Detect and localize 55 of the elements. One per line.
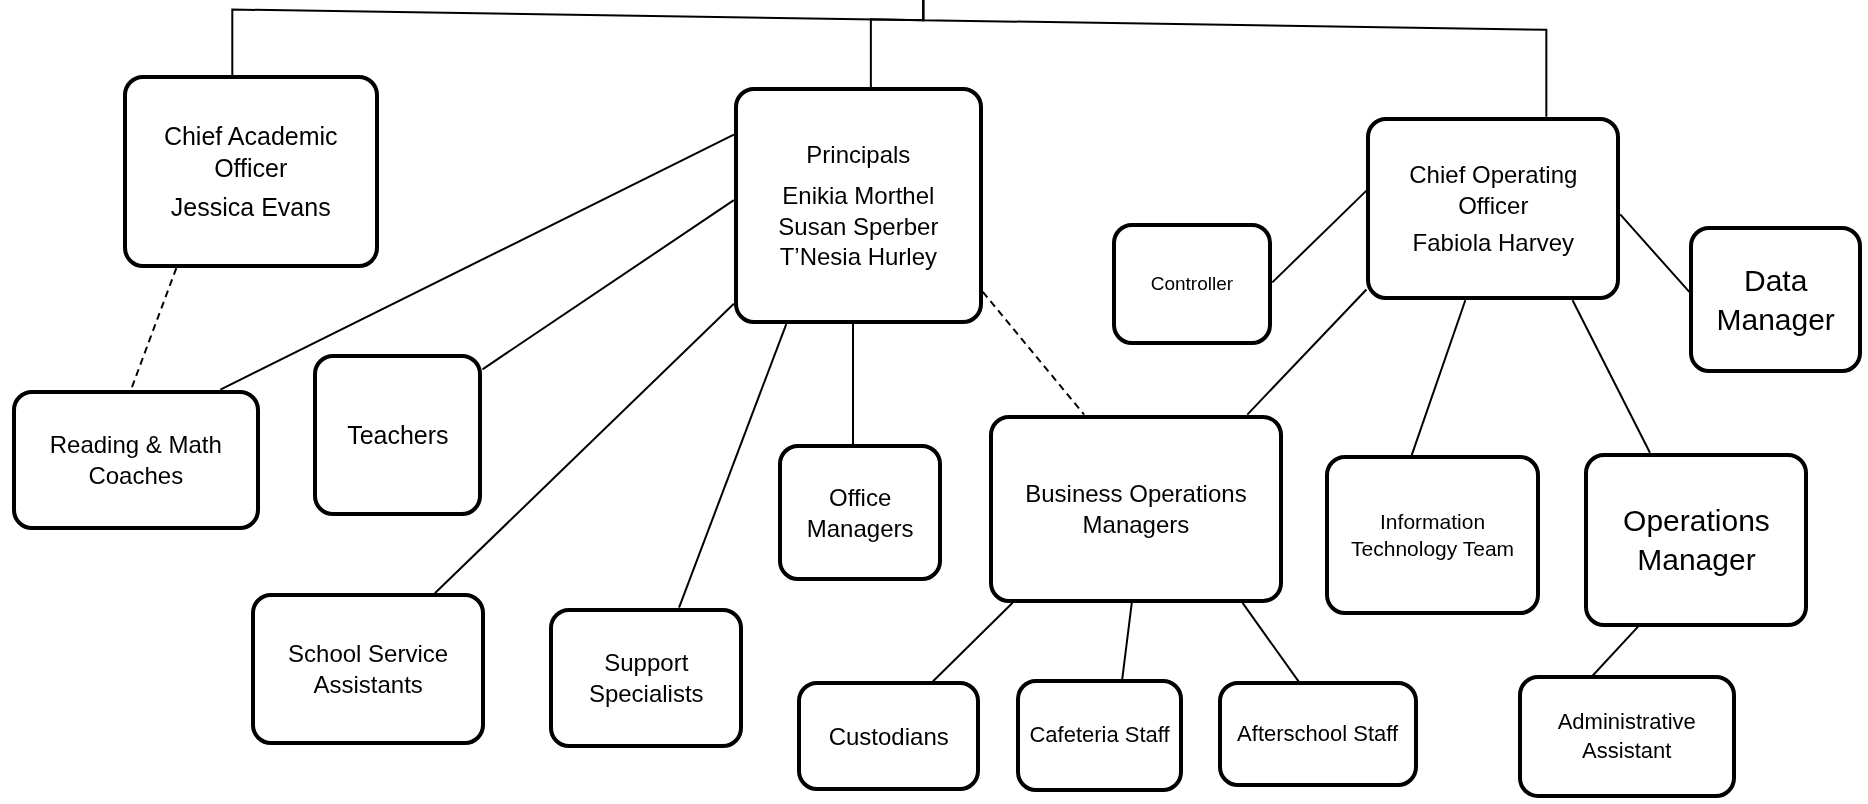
connector-line	[678, 323, 788, 609]
person-name: Fabiola Harvey	[1412, 228, 1574, 259]
role-title: Administrative Assistant	[1556, 708, 1697, 765]
role-title: School Service Assistants	[287, 638, 450, 700]
role-title: Chief Operating Officer	[1408, 159, 1579, 221]
org-box	[988, 414, 1284, 603]
connector-line	[433, 302, 735, 595]
role-title: Data Manager	[1715, 262, 1836, 338]
org-box	[549, 607, 744, 749]
person-name: Enikia Morthel	[782, 181, 935, 211]
connector-line	[1241, 601, 1300, 683]
role-title: Principals	[806, 139, 911, 170]
connector-line	[1591, 625, 1640, 677]
org-box	[797, 681, 981, 792]
connector-line	[1271, 189, 1368, 284]
role-title: Cafeteria Staff	[1029, 721, 1170, 750]
org-box	[1016, 679, 1183, 793]
org-box	[1217, 681, 1418, 788]
org-box	[11, 389, 260, 531]
connector-line	[1121, 601, 1133, 681]
connector-line	[852, 323, 854, 446]
role-title: Information Technology Team	[1350, 508, 1516, 562]
org-box	[251, 593, 485, 745]
person-name: T’Nesia Hurley	[779, 243, 937, 273]
connector-line	[1619, 213, 1691, 293]
org-box	[1366, 116, 1621, 301]
role-title: Afterschool Staff	[1237, 720, 1399, 749]
org-box	[122, 75, 379, 269]
role-title: Controller	[1150, 271, 1234, 296]
connector-line	[1571, 299, 1651, 454]
org-box	[733, 86, 983, 324]
connector-line	[481, 199, 735, 371]
role-title: Office Managers	[805, 482, 915, 544]
connector-line	[1246, 288, 1368, 416]
role-title: Business Operations Managers	[1024, 478, 1248, 540]
role-title: Reading & Math Coaches	[48, 429, 223, 491]
connector-line	[1410, 299, 1467, 457]
dashed-connector	[981, 290, 1086, 416]
person-name: Susan Sperber	[778, 212, 939, 242]
connector-line	[219, 133, 735, 391]
org-box	[1324, 455, 1541, 615]
connector-line	[931, 601, 1014, 683]
org-box	[313, 353, 483, 516]
person-name: Jessica Evans	[170, 191, 331, 223]
org-box	[1517, 675, 1736, 799]
role-title: Operations Manager	[1622, 502, 1771, 578]
connector-line	[922, 0, 1548, 118]
role-title: Chief Academic Officer	[162, 120, 339, 185]
org-box	[1584, 452, 1809, 627]
role-title: Teachers	[347, 419, 449, 451]
org-box	[1111, 222, 1273, 346]
role-title: Support Specialists	[587, 647, 705, 709]
org-box	[777, 444, 943, 582]
org-box	[1689, 226, 1863, 373]
role-title: Custodians	[828, 721, 949, 752]
